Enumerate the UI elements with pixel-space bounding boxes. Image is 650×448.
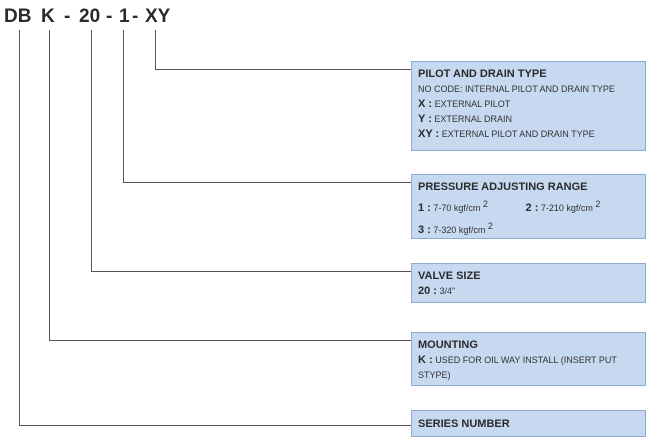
mounting-box: MOUNTING K : USED FOR OIL WAY INSTALL (I… xyxy=(411,332,646,386)
pressure-option-2-code: 2 : xyxy=(525,202,539,214)
code-dash-1: - xyxy=(64,6,71,27)
connector-valve-size xyxy=(91,30,411,272)
pressure-option-2-text: 7-210 kgf/cm xyxy=(540,203,593,213)
pressure-option-3-sup: 2 xyxy=(487,221,493,231)
code-dash-2: - xyxy=(106,6,113,27)
pilot-drain-option-x: X : EXTERNAL PILOT xyxy=(418,97,640,112)
code-pilot-drain: XY xyxy=(145,6,171,27)
option-xy-text: EXTERNAL PILOT AND DRAIN TYPE xyxy=(441,129,595,139)
pressure-option-3-text: 7-320 kgf/cm xyxy=(433,225,486,235)
connector-mounting xyxy=(49,30,411,341)
option-x-text: EXTERNAL PILOT xyxy=(434,99,511,109)
valve-size-title: VALVE SIZE xyxy=(418,270,481,282)
pilot-drain-no-code: NO CODE: INTERNAL PILOT AND DRAIN TYPE xyxy=(418,84,615,94)
option-y-code: Y : xyxy=(418,113,432,125)
model-code: DB K - 20 - 1 - XY xyxy=(4,6,170,204)
option-x-code: X : xyxy=(418,98,433,110)
connector-series xyxy=(19,30,411,426)
mounting-option: K : USED FOR OIL WAY INSTALL (INSERT PUT… xyxy=(418,353,640,383)
pressure-option-1-text: 7-70 kgf/cm xyxy=(433,203,481,213)
series-number-title: SERIES NUMBER xyxy=(418,418,510,430)
valve-size-box: VALVE SIZE 20 : 3/4" xyxy=(411,263,646,303)
pressure-option-1-sup: 2 xyxy=(482,199,488,209)
valve-size-text: 3/4" xyxy=(439,286,456,296)
code-mounting: K xyxy=(41,6,55,27)
connector-pilot-drain xyxy=(155,30,411,70)
pilot-drain-title: PILOT AND DRAIN TYPE xyxy=(418,68,547,80)
valve-size-code: 20 : xyxy=(418,285,437,297)
pressure-option-3: 3 : 7-320 kgf/cm 2 xyxy=(418,219,493,238)
pressure-range-box: PRESSURE ADJUSTING RANGE 1 : 7-70 kgf/cm… xyxy=(411,174,646,239)
pressure-option-1: 1 : 7-70 kgf/cm 2 xyxy=(418,197,523,216)
valve-size-option: 20 : 3/4" xyxy=(418,284,640,299)
pressure-option-2-sup: 2 xyxy=(595,199,601,209)
option-y-text: EXTERNAL DRAIN xyxy=(434,114,513,124)
mounting-code: K : xyxy=(418,354,433,366)
mounting-title: MOUNTING xyxy=(418,339,478,351)
pilot-drain-option-xy: XY : EXTERNAL PILOT AND DRAIN TYPE xyxy=(418,127,640,142)
pressure-option-1-code: 1 : xyxy=(418,202,431,214)
pilot-drain-option-y: Y : EXTERNAL DRAIN xyxy=(418,112,640,127)
series-number-box: SERIES NUMBER xyxy=(411,410,646,437)
pressure-option-3-code: 3 : xyxy=(418,224,431,236)
pressure-option-2: 2 : 7-210 kgf/cm 2 xyxy=(526,197,601,216)
code-valve-size: 20 xyxy=(79,6,101,27)
code-pressure: 1 xyxy=(119,6,130,27)
mounting-text: USED FOR OIL WAY INSTALL (INSERT PUT STY… xyxy=(418,355,617,380)
pressure-range-title: PRESSURE ADJUSTING RANGE xyxy=(418,181,588,193)
pilot-drain-box: PILOT AND DRAIN TYPE NO CODE: INTERNAL P… xyxy=(411,61,646,151)
pressure-range-row-2: 3 : 7-320 kgf/cm 2 xyxy=(418,219,640,238)
pressure-range-row-1: 1 : 7-70 kgf/cm 2 2 : 7-210 kgf/cm 2 xyxy=(418,197,640,216)
code-dash-3: - xyxy=(132,6,139,27)
option-xy-code: XY : xyxy=(418,128,440,140)
code-series: DB xyxy=(4,6,32,27)
connector-pressure xyxy=(123,30,411,183)
